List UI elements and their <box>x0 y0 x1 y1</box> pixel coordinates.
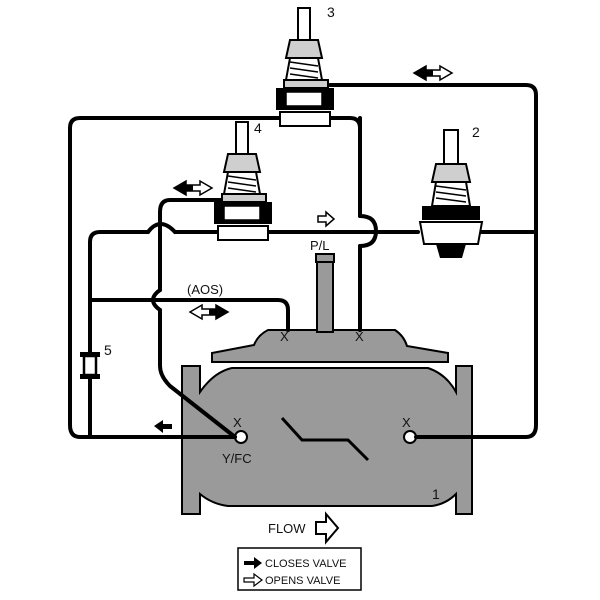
x-mark-yfc: X <box>233 415 242 430</box>
label-pilot-4: 4 <box>254 120 262 136</box>
opens-arrow-mainline <box>317 210 336 228</box>
x-mark-bonnet-right: X <box>355 329 364 344</box>
label-main-valve: 1 <box>432 486 440 502</box>
pipe-pilot3-to-outlet <box>328 83 538 439</box>
closes-arrow-bottom <box>154 420 172 433</box>
pipe-top-loop <box>68 116 287 439</box>
legend-closes-label: CLOSES VALVE <box>265 558 347 570</box>
legend: CLOSES VALVE OPENS VALVE <box>237 547 362 591</box>
component-5 <box>80 352 100 379</box>
pipe-aos <box>88 298 290 332</box>
pilot-valve-2 <box>418 129 484 258</box>
valve-bonnet <box>211 329 449 363</box>
valve-seat <box>280 416 370 462</box>
double-arrow-top <box>412 64 454 82</box>
flow-arrow-icon <box>315 511 340 545</box>
pl-cap <box>315 253 335 263</box>
pilot-valve-3 <box>276 7 334 127</box>
opens-legend-icon <box>243 572 263 588</box>
x-mark-bonnet-left: X <box>280 329 289 344</box>
piping <box>68 83 538 439</box>
label-pilot-2: 2 <box>472 124 480 140</box>
label-pilot-3: 3 <box>327 4 335 20</box>
double-arrow-aos <box>188 303 230 321</box>
main-valve <box>181 253 473 515</box>
label-component-5: 5 <box>104 342 112 358</box>
label-flow: FLOW <box>268 521 306 536</box>
label-aos: (AOS) <box>187 282 223 297</box>
pipe-left-from-pilot4 <box>88 230 220 354</box>
pilot-valve-4 <box>214 121 272 241</box>
label-yfc: Y/FC <box>222 451 252 466</box>
closes-legend-icon <box>244 557 262 569</box>
x-mark-outlet: X <box>402 415 411 430</box>
double-arrow-pilot4 <box>172 179 214 197</box>
pl-stem <box>316 257 334 333</box>
pipe-pilot3-right-top <box>326 116 362 130</box>
legend-opens-label: OPENS VALVE <box>265 575 340 587</box>
label-pl: P/L <box>310 238 330 253</box>
pipe-pilot4-loop <box>158 198 237 439</box>
